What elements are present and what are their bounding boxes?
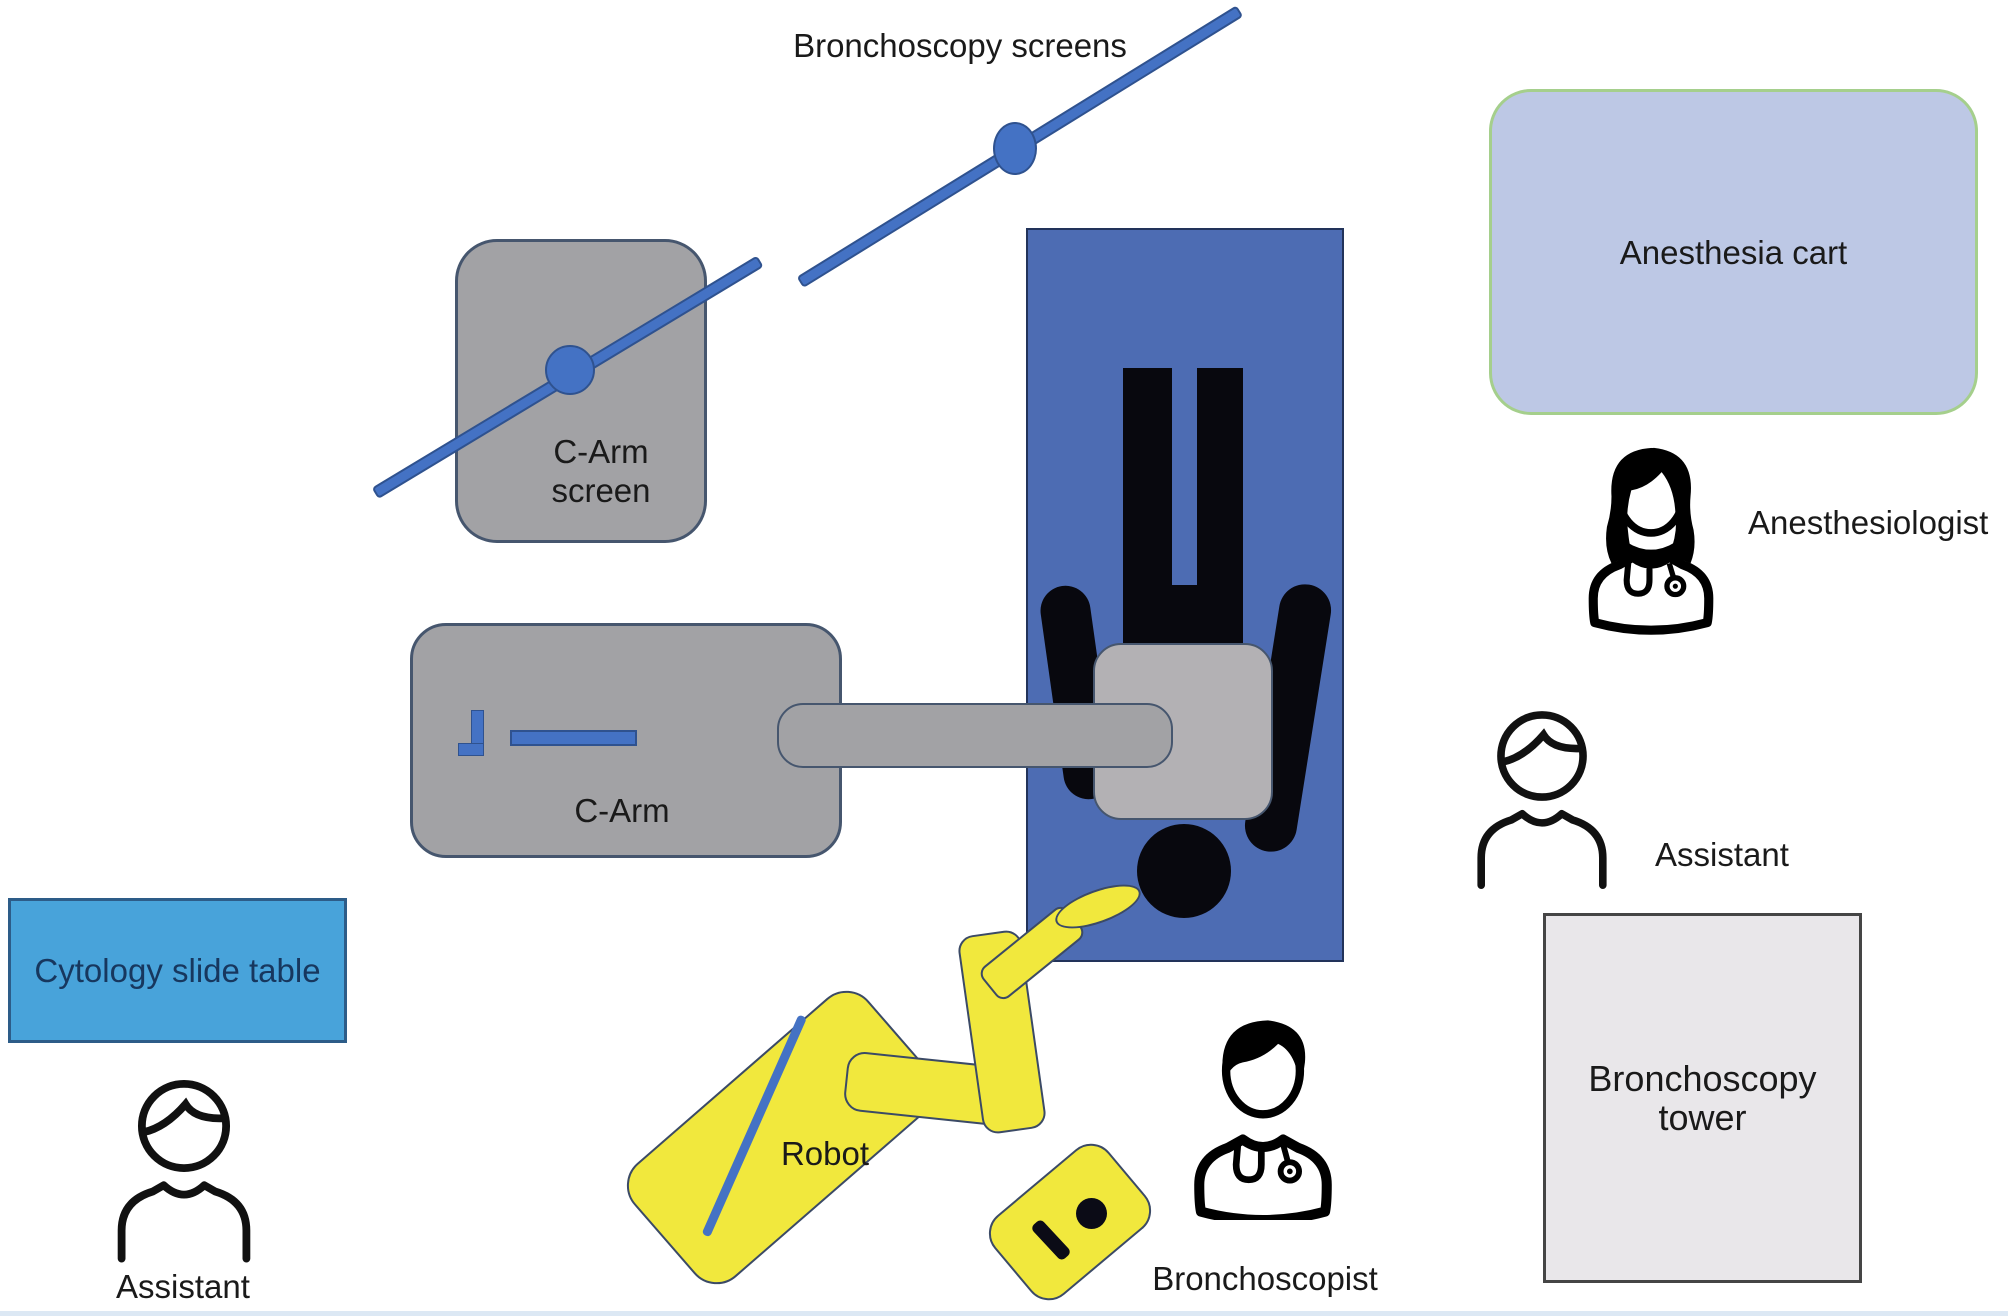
robot-pendant bbox=[979, 1133, 1161, 1311]
c-arm-l-bracket-icon bbox=[458, 710, 484, 756]
person-outline-icon bbox=[1477, 711, 1607, 889]
assistant-left-label: Assistant bbox=[116, 1268, 250, 1305]
male-doctor-icon bbox=[1194, 1020, 1332, 1220]
anesthesia-cart: Anesthesia cart bbox=[1489, 89, 1978, 415]
anesthesiologist-label: Anesthesiologist bbox=[1748, 504, 1989, 541]
bronchoscopy-tower: Bronchoscopy tower bbox=[1543, 913, 1862, 1283]
bronchoscopy-screens-label: Bronchoscopy screens bbox=[793, 27, 1127, 64]
c-arm-screen-label: C-Arm screen bbox=[551, 433, 651, 509]
cytology-slide-table-label: Cytology slide table bbox=[34, 952, 321, 989]
female-doctor-icon bbox=[1588, 447, 1714, 635]
c-arm-arm-bar bbox=[777, 703, 1173, 768]
c-arm-label: C-Arm bbox=[574, 792, 670, 829]
person-outline-icon bbox=[117, 1079, 251, 1263]
cytology-slide-table: Cytology slide table bbox=[8, 898, 347, 1043]
bronchoscopy-screen-mount-icon bbox=[993, 122, 1037, 175]
anesthesia-cart-label: Anesthesia cart bbox=[1619, 233, 1848, 271]
bronchoscopy-tower-label-line2: tower bbox=[1658, 1097, 1747, 1138]
bronchoscopist-label: Bronchoscopist bbox=[1152, 1260, 1378, 1297]
c-arm-rail-icon bbox=[510, 730, 637, 746]
figure-bottom-edge bbox=[0, 1311, 2008, 1316]
bronchoscopy-tower-label-line1: Bronchoscopy bbox=[1588, 1058, 1817, 1099]
assistant-right-label: Assistant bbox=[1655, 836, 1789, 873]
robot-label: Robot bbox=[780, 1135, 870, 1172]
c-arm-screen-mount-icon bbox=[545, 345, 595, 395]
robot-pendant-button-icon bbox=[1076, 1198, 1107, 1229]
patient-head bbox=[1137, 824, 1231, 918]
